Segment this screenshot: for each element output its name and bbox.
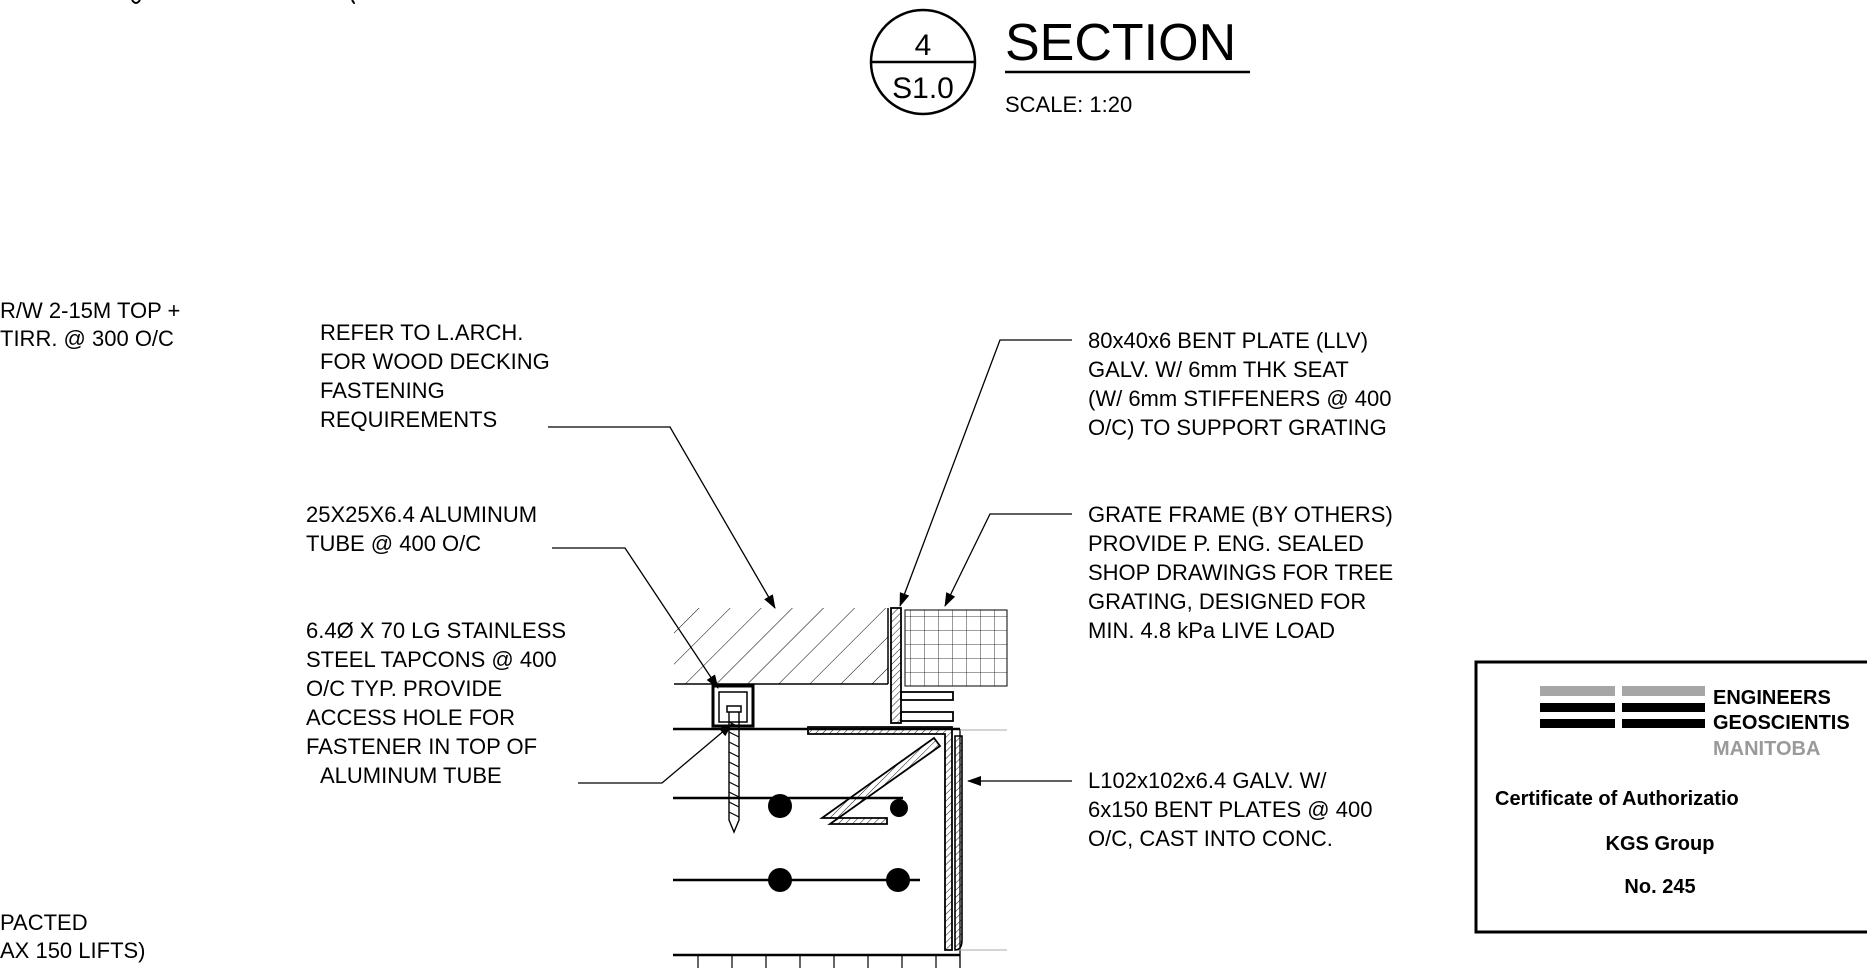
logo-bar-grey <box>1540 686 1615 696</box>
rebar-dot <box>768 794 792 818</box>
section-title: SECTION <box>1005 14 1236 72</box>
detail-number: 4 <box>915 29 932 62</box>
angle-leg <box>954 735 963 951</box>
note-rebar: R/W 2-15M TOP + TIRR. @ 300 O/C <box>0 298 186 351</box>
note-tapcons: 6.4Ø X 70 LG STAINLESS STEEL TAPCONS @ 4… <box>306 618 572 788</box>
engineer-stamp: ENGINEERS GEOSCIENTIS MANITOBA Certifica… <box>1474 660 1867 934</box>
bent-plate-stiffener <box>900 691 954 701</box>
tapcon-head <box>726 705 742 713</box>
bent-plate-vertical <box>890 607 902 724</box>
bent-plate-seat <box>900 711 954 722</box>
stamp-number: No. 245 <box>1624 876 1695 898</box>
rebar-dot <box>768 868 792 892</box>
steel-angle <box>807 726 953 951</box>
section-geometry <box>673 607 1008 968</box>
stamp-line-geoscientists: GEOSCIENTIS <box>1713 712 1850 734</box>
note-angle: L102x102x6.4 GALV. W/ 6x150 BENT PLATES … <box>1088 768 1379 851</box>
section-title-block: 4 S1.0 SECTION SCALE: 1:20 <box>869 8 1250 117</box>
tapcon-shank <box>728 712 740 834</box>
rebar-dot <box>890 799 908 817</box>
note-aluminum-tube: 25X25X6.4 ALUMINUM TUBE @ 400 O/C <box>306 502 543 556</box>
rebar-dot <box>886 868 910 892</box>
leader-grate-frame <box>944 513 1072 607</box>
leader-wood-decking <box>548 426 776 609</box>
stamp-company: KGS Group <box>1606 833 1715 855</box>
note-compacted: PACTED AX 150 LIFTS) <box>0 910 146 963</box>
note-bent-plate: 80x40x6 BENT PLATE (LLV) GALV. W/ 6mm TH… <box>1088 328 1398 440</box>
sheet-number: S1.0 <box>892 72 954 105</box>
wood-decking <box>674 608 888 684</box>
stamp-certificate: Certificate of Authorizatio <box>1495 788 1739 810</box>
note-grate-frame: GRATE FRAME (BY OTHERS) PROVIDE P. ENG. … <box>1088 502 1399 643</box>
leader-tapcons <box>578 723 733 784</box>
tree-grating <box>904 609 1008 687</box>
aluminum-tube <box>711 684 755 728</box>
bent-plate-anchor-upper <box>819 736 942 825</box>
stamp-line-engineers: ENGINEERS <box>1713 687 1831 709</box>
stamp-frame <box>1474 660 1867 934</box>
note-wood-decking: REFER TO L.ARCH. FOR WOOD DECKING FASTEN… <box>320 320 556 432</box>
clipped-title-fragment <box>131 0 355 4</box>
stamp-line-manitoba: MANITOBA <box>1713 738 1820 760</box>
scale-label: SCALE: 1:20 <box>1005 92 1132 117</box>
leader-bent-plate <box>899 339 1072 607</box>
leader-lines <box>548 339 1072 786</box>
